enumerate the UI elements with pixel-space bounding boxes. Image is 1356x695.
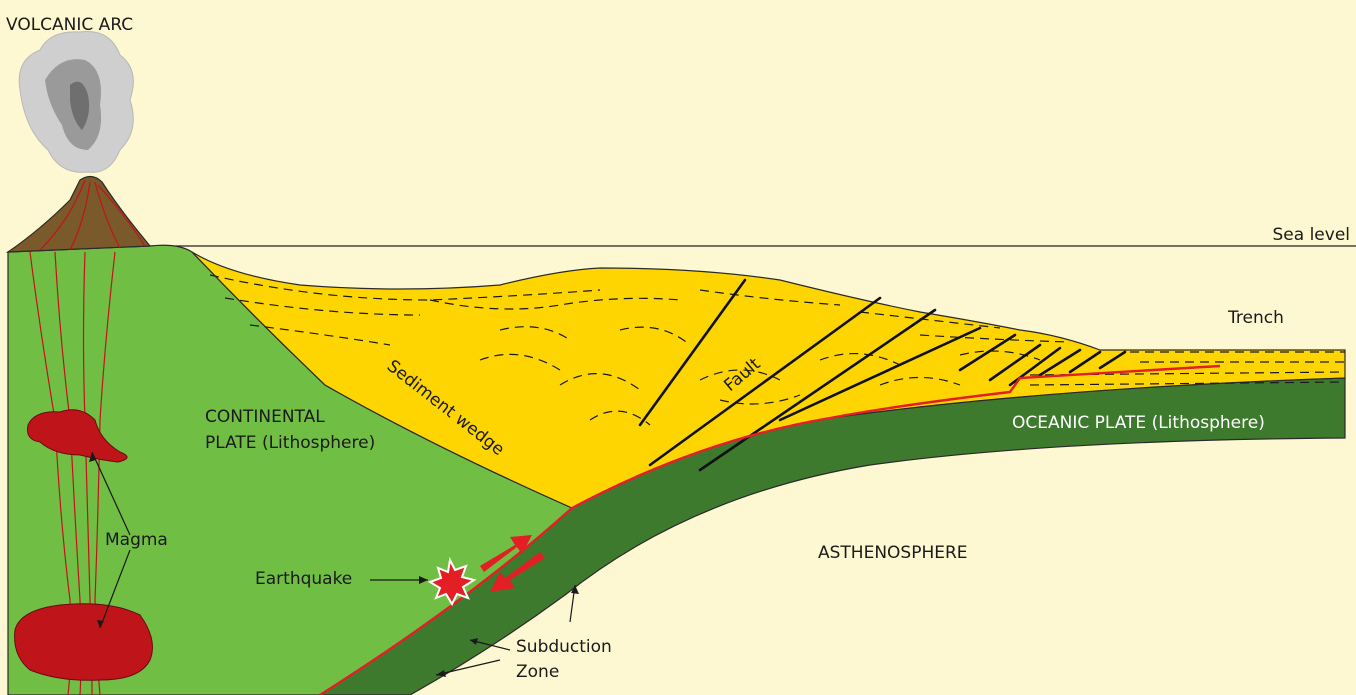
trench-label: Trench: [1227, 308, 1284, 328]
subduction-zone-label-line2: Zone: [516, 662, 559, 682]
volcanic-arc-label: VOLCANIC ARC: [6, 15, 133, 35]
sea-level-label: Sea level: [1273, 225, 1351, 245]
oceanic-plate-label: OCEANIC PLATE (Lithosphere): [1012, 413, 1265, 433]
magma-label: Magma: [105, 530, 168, 550]
asthenosphere-label: ASTHENOSPHERE: [818, 543, 968, 563]
ash-cloud: [19, 31, 133, 172]
volcano: [8, 176, 150, 252]
continental-plate-label-line1: CONTINENTAL: [205, 407, 325, 427]
subduction-zone-label-line1: Subduction: [516, 637, 612, 657]
magma-chamber-lower: [15, 604, 153, 681]
continental-plate-label-line2: PLATE (Lithosphere): [205, 433, 375, 453]
earthquake-label: Earthquake: [255, 569, 352, 589]
